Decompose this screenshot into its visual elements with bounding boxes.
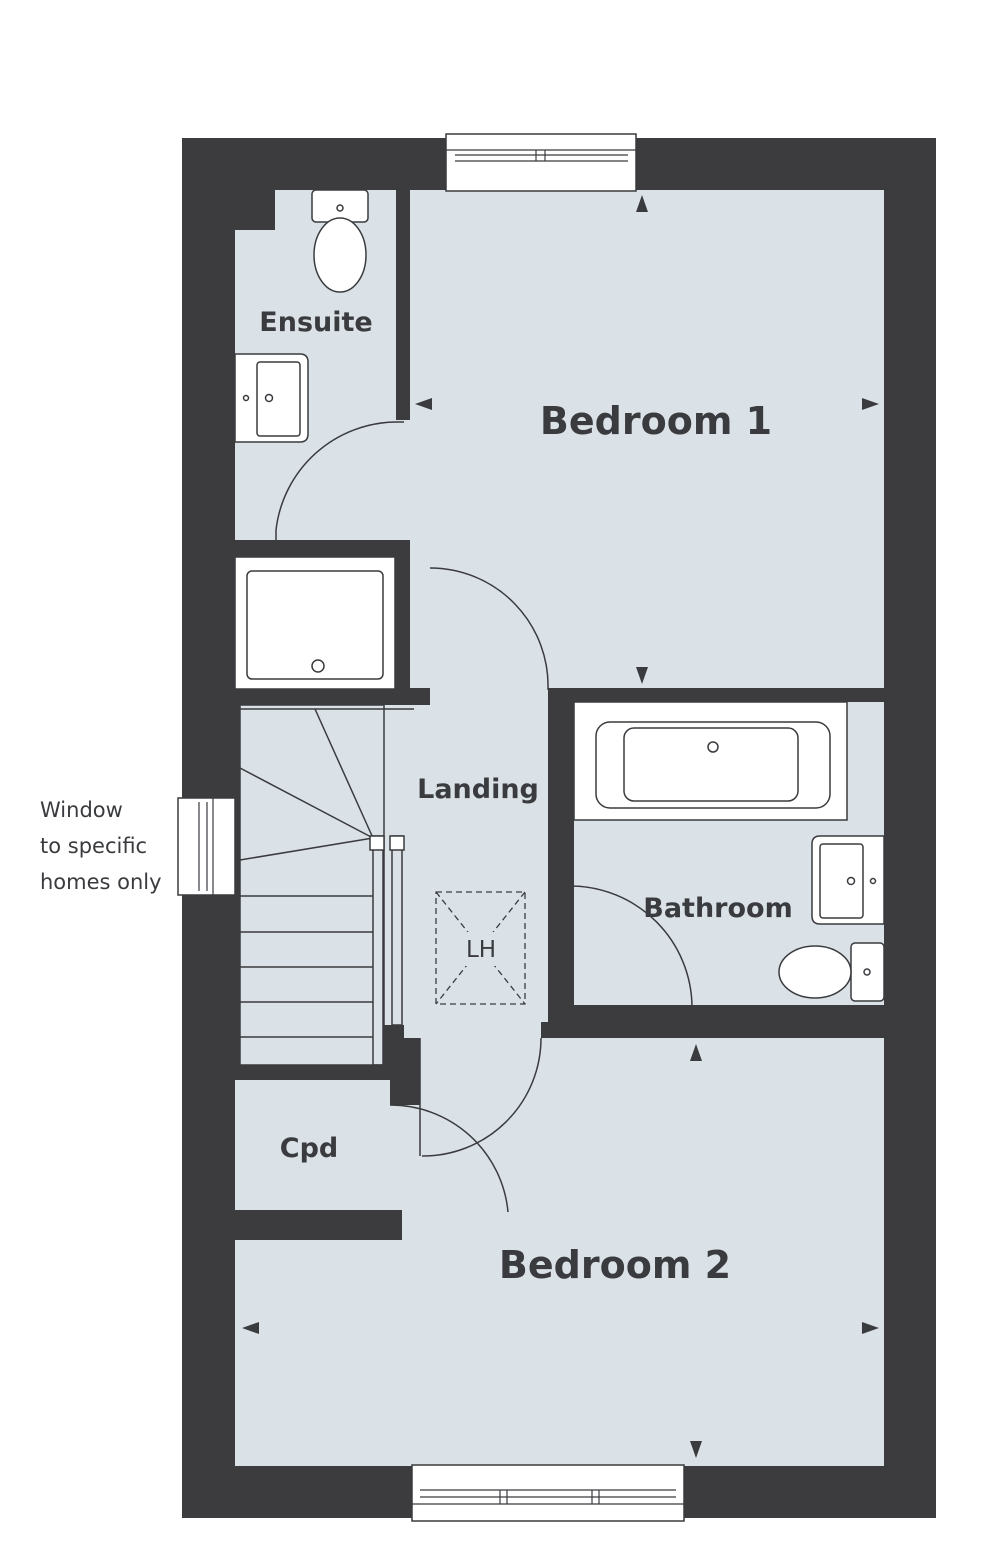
cupboard-door [389,1104,509,1213]
window-note: Window to specific homes only [40,792,180,900]
window-side [177,797,236,896]
bedroom-2-floor [235,1038,884,1466]
window-note-line-1: Window [40,798,123,822]
loft-hatch-label-backing [458,932,504,966]
ensuite-basin [234,353,309,443]
bedroom-2-arrow-top [690,1044,702,1061]
bedroom-1-arrow-top [636,195,648,212]
internal-walls [235,190,884,1240]
bathroom-bedroom-2-wall [558,1005,884,1038]
bathroom-toilet [778,942,885,1002]
bedroom-2-arrow-bottom [690,1441,702,1458]
ensuite-shower-wall [235,540,410,557]
dimension-arrows [242,195,879,1458]
ensuite-door [275,421,404,540]
window-note-line-3: homes only [40,870,162,894]
cupboard-bedroom-2-wall [235,1222,402,1240]
bathroom-basin [811,835,885,925]
window-top [445,133,637,192]
bath-tub [573,701,848,821]
stair-cupboard-wall [235,1065,390,1080]
bedroom-1-arrow-right [862,398,879,410]
landing-bathroom-wall [558,702,574,887]
bedroom-1-arrow-bottom [636,667,648,684]
cupboard-door-jamb [390,1038,420,1105]
landing-label: Landing [417,774,539,805]
bedroom-2-label: Bedroom 2 [499,1243,731,1287]
ensuite-bedroom-1-wall [396,190,410,420]
ensuite-toilet [311,189,369,293]
ensuite-shower-tray [234,556,396,690]
bedroom-1-door [429,567,549,691]
staircase [239,704,414,1066]
window-bottom [411,1464,685,1522]
bedroom-1-arrow-left [415,398,432,410]
bedroom-1-bathroom-wall [548,688,884,702]
bathroom-label: Bathroom [643,893,792,924]
ensuite-label: Ensuite [259,307,372,338]
cupboard-floor [235,1080,390,1210]
bedroom-1-label: Bedroom 1 [540,399,772,443]
bedroom-2-arrow-left [242,1322,259,1334]
shower-landing-wall [395,557,410,689]
cupboard-label: Cpd [280,1133,338,1164]
door-swings [275,421,693,1213]
bedroom-2-door [421,1037,542,1157]
loft-hatch-label: LH [466,937,496,963]
bedroom-2-arrow-right [862,1322,879,1334]
bathroom-door [571,885,693,1007]
window-note-line-2: to specific [40,834,148,858]
